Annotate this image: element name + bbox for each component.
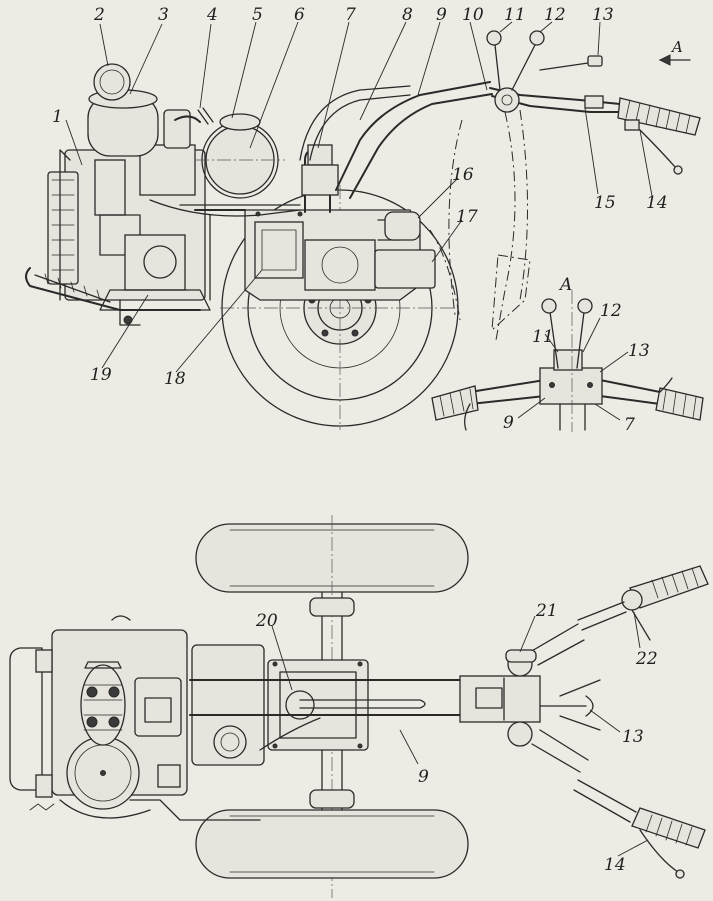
label-9: 9 [436,5,447,25]
engine [47,63,301,311]
top-label-20: 20 [255,611,278,631]
front-skid [25,267,201,326]
top-gearbox [189,623,601,773]
label-13: 13 [592,5,614,25]
label-10: 10 [462,5,484,25]
handlebar [486,30,701,175]
gearbox [244,209,436,301]
view-a-label-9: 9 [503,413,514,433]
view-a-label-12: 12 [600,301,622,321]
top-label-9: 9 [418,767,429,787]
label-7: 7 [345,5,356,25]
view-a-title: A [558,275,572,295]
label-5: 5 [252,5,263,25]
label-3: 3 [158,5,169,25]
top-engine [9,615,265,821]
view-a-label-11: 11 [532,327,554,347]
top-label-21: 21 [535,601,558,621]
top-grip-14 [573,779,706,879]
label-12: 12 [544,5,566,25]
label-16: 16 [452,165,474,185]
top-label-13: 13 [622,727,644,747]
label-2: 2 [93,5,105,25]
view-a [431,290,704,432]
side-view: A [25,21,701,430]
labels: 1 2 3 4 5 6 7 8 9 10 11 12 13 14 15 16 1… [52,5,668,875]
alternate-handle-position [429,109,531,341]
label-18: 18 [164,369,186,389]
label-4: 4 [206,5,218,25]
steering-column [299,81,493,213]
label-14: 14 [646,193,668,213]
side-view-leaders [65,21,653,373]
top-view [9,515,709,898]
view-a-label-13: 13 [628,341,650,361]
label-1: 1 [52,107,63,127]
top-label-14: 14 [604,855,626,875]
label-15: 15 [594,193,616,213]
top-view-leaders [271,611,649,857]
label-6: 6 [294,5,305,25]
view-a-arrow-label: A [670,38,683,56]
top-wheels [195,515,469,898]
top-grip-22 [577,565,709,641]
frame-rail [179,204,301,301]
view-a-arrow: A [658,38,691,66]
top-label-22: 22 [635,649,658,669]
label-8: 8 [402,5,413,25]
label-11: 11 [504,5,526,25]
view-a-label-7: 7 [624,415,635,435]
label-19: 19 [90,365,112,385]
label-17: 17 [456,207,478,227]
